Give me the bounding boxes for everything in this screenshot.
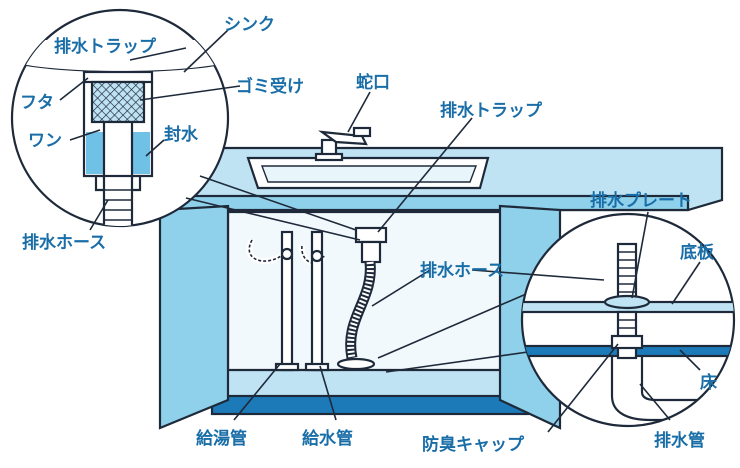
label-drain-hose-inset: 排水ホース	[22, 232, 106, 253]
label-trap-main: 排水トラップ	[440, 100, 543, 121]
label-faucet: 蛇口	[356, 72, 390, 93]
label-sink: シンク	[224, 15, 275, 35]
label-water-seal: 封水	[164, 124, 199, 145]
floor-drain-inset	[377, 212, 736, 428]
label-drain-pipe: 排水管	[654, 430, 705, 451]
sink-basin	[246, 156, 490, 190]
label-bowl: ワン	[28, 131, 62, 151]
label-odor-cap: 防臭キャップ	[422, 434, 525, 455]
labels: シンク 排水トラップ フタ ゴミ受け ワン 封水 排水ホース 蛇口 排水トラップ…	[20, 15, 718, 455]
cabinet-door-left	[158, 204, 230, 430]
label-drain-plate: 排水プレート	[590, 190, 692, 211]
label-hot-water-pipe: 給湯管	[196, 428, 247, 449]
label-debris-basket: ゴミ受け	[236, 76, 304, 97]
label-lid: フタ	[20, 93, 54, 113]
drain-trap-assembly	[336, 226, 388, 371]
supply-pipes	[246, 230, 330, 372]
counter	[158, 126, 724, 212]
label-bottom-board: 底板	[680, 242, 715, 263]
label-drain-hose-main: 排水ホース	[420, 260, 504, 281]
label-floor: 床	[700, 372, 718, 393]
leader-lines	[59, 29, 701, 433]
label-trap-inset: 排水トラップ	[54, 36, 157, 57]
label-water-supply-pipe: 給水管	[302, 428, 353, 449]
faucet-icon	[314, 126, 372, 162]
